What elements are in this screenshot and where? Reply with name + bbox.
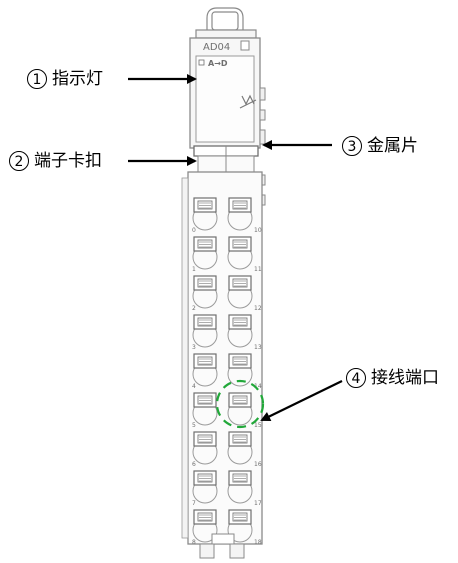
wiring-port [192, 275, 218, 309]
wiring-port [227, 275, 253, 309]
callout-4-arrow [260, 380, 343, 421]
model-label: AD04 [203, 42, 230, 53]
wiring-port [192, 197, 218, 231]
terminal-number: 8 [192, 539, 196, 546]
terminal-number: 18 [254, 539, 262, 546]
wiring-port [227, 236, 253, 270]
wiring-port [192, 431, 218, 465]
wiring-port [192, 314, 218, 348]
logo-mark [239, 94, 257, 109]
direction-label: A→D [208, 59, 228, 68]
top-latch [195, 7, 257, 39]
wiring-port [227, 392, 253, 426]
wiring-port [192, 392, 218, 426]
terminal-clip [193, 145, 259, 173]
upper-housing: AD04 A→D [189, 37, 261, 149]
wiring-port [227, 353, 253, 387]
terminal-number: 2 [192, 305, 196, 312]
terminal-number: 14 [254, 383, 262, 390]
port-highlight [215, 379, 265, 429]
terminal-number: 7 [192, 500, 196, 507]
wiring-port [227, 431, 253, 465]
wiring-port [227, 314, 253, 348]
bottom-feet [199, 533, 245, 559]
wiring-port [192, 509, 218, 543]
terminal-number: 13 [254, 344, 262, 351]
wiring-port [192, 236, 218, 270]
terminal-number: 15 [254, 422, 262, 429]
terminal-number: 4 [192, 383, 196, 390]
wiring-port [227, 509, 253, 543]
terminal-number: 16 [254, 461, 262, 468]
wiring-port [227, 470, 253, 504]
terminal-number: 10 [254, 227, 262, 234]
wiring-port [192, 470, 218, 504]
terminal-number: 17 [254, 500, 262, 507]
terminal-number: 6 [192, 461, 196, 468]
wiring-port [227, 197, 253, 231]
terminal-number: 11 [254, 266, 262, 273]
terminal-number: 1 [192, 266, 196, 273]
terminal-number: 5 [192, 422, 196, 429]
terminal-number: 3 [192, 344, 196, 351]
terminal-number: 0 [192, 227, 196, 234]
wiring-port [192, 353, 218, 387]
terminal-body-side [181, 177, 189, 539]
terminal-number: 12 [254, 305, 262, 312]
